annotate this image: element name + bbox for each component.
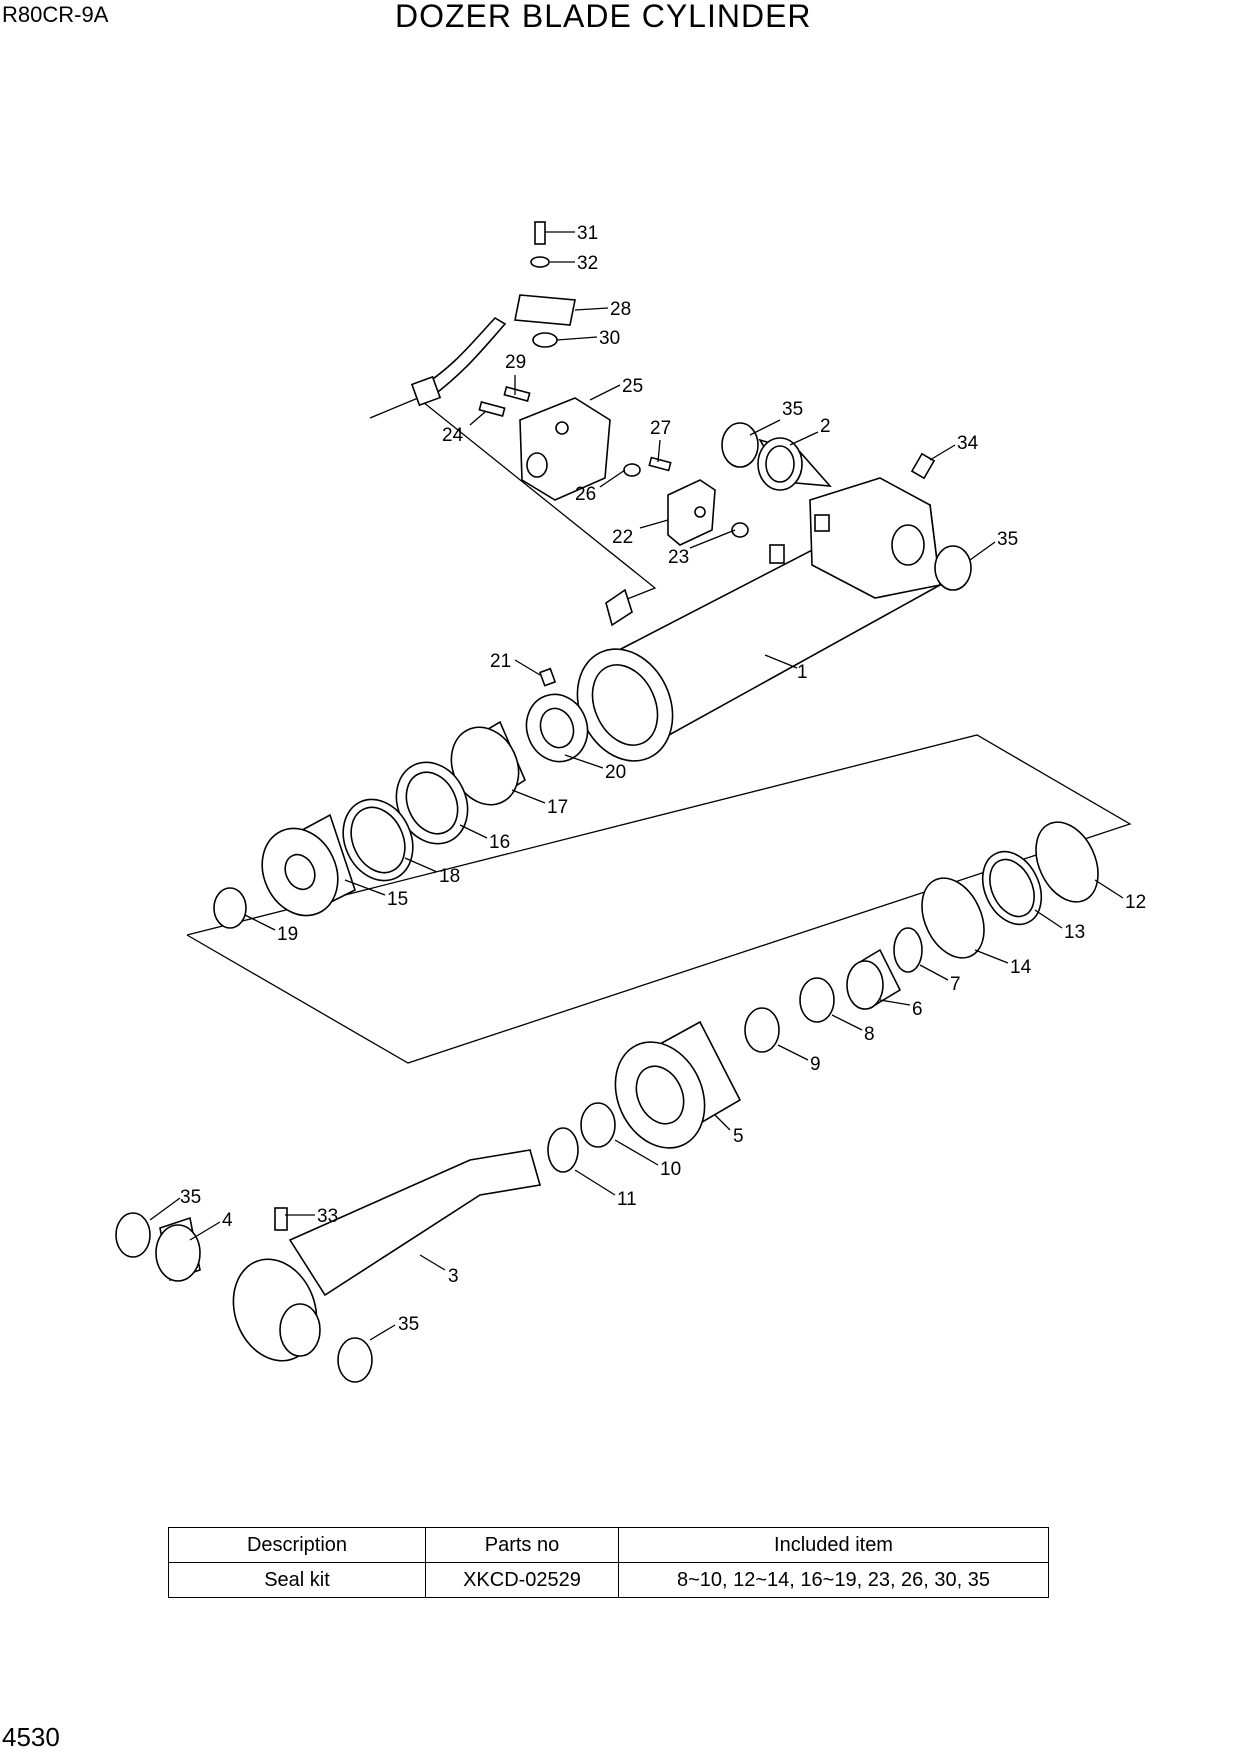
backup-ring-18: [342, 798, 414, 882]
callout-28: 28: [610, 299, 631, 320]
backup-ring-13: [981, 850, 1043, 926]
piston-rod-3: [232, 1149, 542, 1362]
assembly-line-rod: [186, 734, 1132, 1064]
callout-11: 11: [617, 1189, 637, 1210]
set-screw-21: [538, 667, 557, 687]
cell-included-item: 8~10, 12~14, 16~19, 23, 26, 30, 35: [618, 1562, 1049, 1598]
callout-5: 5: [733, 1126, 744, 1147]
bushing-4: [155, 1216, 201, 1282]
seal-9: [744, 1007, 780, 1053]
cell-description: Seal kit: [168, 1562, 426, 1598]
callout-23: 23: [668, 547, 689, 568]
callout-20: 20: [605, 762, 626, 783]
callout-14: 14: [1010, 957, 1032, 978]
lock-nut-20: [525, 693, 589, 763]
callout-32: 32: [577, 253, 598, 274]
callout-29: 29: [505, 352, 526, 373]
callout-25: 25: [622, 376, 643, 397]
callout-13: 13: [1064, 922, 1085, 943]
callout-2: 2: [820, 416, 831, 437]
o-ring-12: [1035, 821, 1099, 903]
bolt-27: [648, 456, 672, 472]
bolt-31: [534, 221, 546, 245]
table-header-row: Description Parts no Included item: [168, 1527, 1049, 1563]
callout-21: 21: [490, 651, 511, 672]
callout-labels: 1 2 3 4 5 6 7 8 9 10 11 12 13 14 15 16 1…: [180, 223, 1146, 1335]
callout-3: 3: [448, 1266, 459, 1287]
callout-35-c: 35: [180, 1187, 201, 1208]
valve-block-25: [519, 397, 611, 501]
callout-8: 8: [864, 1024, 875, 1045]
model-name: R80CR-9A: [2, 2, 109, 27]
callout-4: 4: [222, 1210, 233, 1231]
dust-seal-35-c: [115, 1212, 151, 1258]
callout-16: 16: [489, 832, 510, 853]
dust-seal-35-b: [934, 545, 972, 591]
bolt-29: [503, 386, 531, 402]
bushing-2: [757, 437, 832, 491]
o-ring-19: [213, 887, 247, 929]
header-description: Description: [168, 1527, 426, 1563]
page-title: DOZER BLADE CYLINDER: [395, 0, 812, 34]
seal-8: [799, 977, 835, 1023]
hose-pipe-28: [410, 294, 576, 407]
callout-31: 31: [577, 223, 598, 244]
dust-wiper-10: [580, 1102, 616, 1148]
callout-35-a: 35: [782, 399, 803, 420]
callout-26: 26: [575, 484, 596, 505]
seal-16: [395, 761, 469, 845]
callout-6: 6: [912, 999, 923, 1020]
callout-35-b: 35: [997, 529, 1018, 550]
block-22: [667, 479, 716, 546]
callout-15: 15: [387, 889, 408, 910]
o-ring-30: [532, 332, 558, 348]
callout-24: 24: [442, 425, 464, 446]
o-ring-14: [921, 877, 985, 959]
callout-33: 33: [317, 1206, 338, 1227]
o-ring-26: [623, 463, 641, 477]
callout-27: 27: [650, 418, 671, 439]
callout-17: 17: [547, 797, 568, 818]
dust-seal-35-d: [337, 1337, 373, 1383]
snap-ring-7: [893, 927, 923, 973]
washer-32: [530, 256, 550, 268]
rod-cover-5: [614, 1020, 742, 1149]
callout-leaders: [149, 231, 1124, 1341]
grease-nipple-33: [274, 1207, 288, 1231]
callout-19: 19: [277, 924, 298, 945]
callout-30: 30: [599, 328, 620, 349]
dust-seal-35-a: [721, 422, 759, 468]
callout-10: 10: [660, 1159, 681, 1180]
header-parts-no: Parts no: [425, 1527, 619, 1563]
callout-1: 1: [797, 662, 808, 683]
header-included-item: Included item: [618, 1527, 1049, 1563]
callout-9: 9: [810, 1054, 821, 1075]
bushing-6: [846, 948, 902, 1010]
callout-7: 7: [950, 974, 961, 995]
bolt-24: [478, 401, 506, 417]
seal-kit-table: Description Parts no Included item Seal …: [168, 1527, 1049, 1598]
table-row: Seal kit XKCD-02529 8~10, 12~14, 16~19, …: [168, 1562, 1049, 1598]
callout-18: 18: [439, 866, 460, 887]
callout-12: 12: [1125, 892, 1146, 913]
snap-ring-11: [547, 1127, 579, 1173]
grease-nipple-34: [910, 452, 936, 480]
cylinder-tube: [576, 477, 941, 762]
callout-34: 34: [957, 433, 979, 454]
page-number: 4530: [2, 1722, 60, 1752]
callout-35-d: 35: [398, 1314, 419, 1335]
callout-22: 22: [612, 527, 633, 548]
assembly-line-valve: [369, 397, 657, 606]
o-ring-23: [731, 522, 749, 538]
cell-parts-no: XKCD-02529: [425, 1562, 619, 1598]
piston-15: [261, 813, 356, 917]
